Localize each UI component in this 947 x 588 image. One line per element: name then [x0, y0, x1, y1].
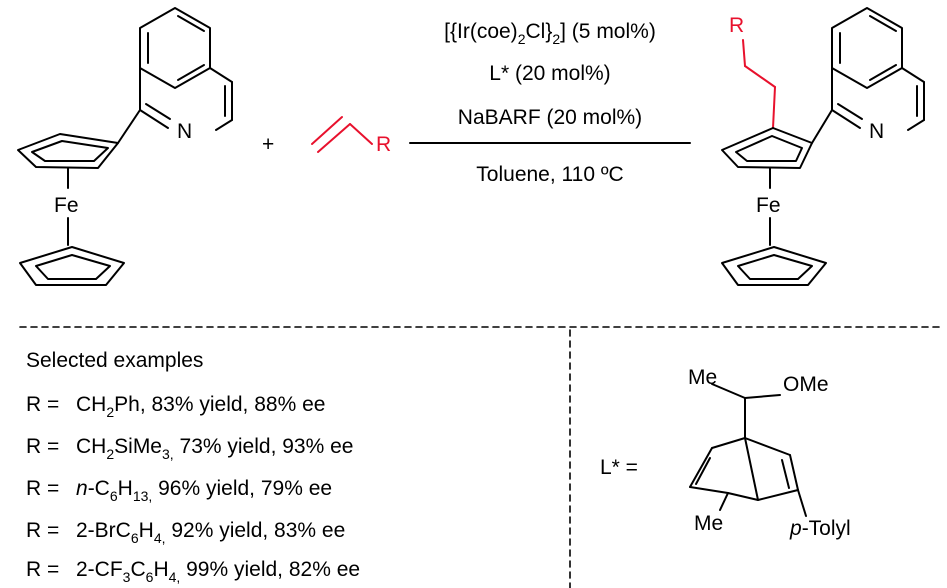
condition-ligand: L* (20 mol%) — [489, 62, 610, 85]
ligand-structure — [689, 383, 807, 517]
svg-text:2-BrC6H4, 92% yield, 83% ee: 2-BrC6H4, 92% yield, 83% ee — [76, 519, 345, 546]
reactant-cp-bottom — [19, 246, 125, 286]
ligand-methyl-top: Me — [688, 366, 717, 389]
product-cp-bottom — [721, 246, 827, 286]
product-iron: Fe — [756, 194, 781, 217]
reactant-isoquinoline — [139, 7, 233, 131]
svg-text:R =: R = — [26, 519, 59, 542]
reactant-nitrogen: N — [177, 120, 192, 143]
example-row: R = CH2Ph, 83% yield, 88% ee — [26, 393, 325, 420]
product-alkyl-chain — [742, 39, 776, 129]
svg-text:R =: R = — [26, 558, 59, 581]
svg-text:n-C6H13, 96% yield, 79% ee: n-C6H13, 96% yield, 79% ee — [76, 477, 332, 504]
reactant-iron: Fe — [54, 194, 79, 217]
example-row: R = 2-BrC6H4, 92% yield, 83% ee — [26, 519, 345, 546]
condition-solvent-temp: Toluene, 110 ºC — [476, 163, 623, 186]
ligand-methyl-bottom: Me — [694, 512, 723, 535]
reactant-cp-top — [17, 133, 119, 246]
product-r-group: R — [729, 14, 744, 37]
product-link-bond — [811, 109, 833, 144]
condition-additive: NaBARF (20 mol%) — [458, 106, 642, 129]
ligand-methoxy: OMe — [783, 373, 829, 396]
product-cp-top — [721, 127, 813, 246]
svg-text:R =: R = — [26, 435, 59, 458]
svg-text:R =: R = — [26, 477, 59, 500]
example-row: R = 2-CF3C6H4, 99% yield, 82% ee — [26, 558, 360, 585]
svg-text:2-CF3C6H4, 99% yield, 82% ee: 2-CF3C6H4, 99% yield, 82% ee — [76, 558, 360, 585]
svg-text:R =: R = — [26, 393, 59, 416]
product-nitrogen: N — [869, 120, 884, 143]
example-row: R = n-C6H13, 96% yield, 79% ee — [26, 477, 332, 504]
ligand-tolyl: p-Tolyl — [789, 517, 851, 540]
reagent-r-group: R — [376, 133, 391, 156]
reactant-link-bond — [117, 109, 141, 144]
plus-sign: + — [262, 133, 274, 156]
ligand-label: L* = — [600, 456, 638, 479]
alkene-reagent — [311, 116, 373, 153]
example-row: R = CH2SiMe3, 73% yield, 93% ee — [26, 435, 353, 462]
product-isoquinoline — [831, 7, 925, 131]
examples-heading: Selected examples — [26, 349, 203, 372]
condition-catalyst: [{Ir(coe)2Cl}2] (5 mol%) — [444, 20, 656, 47]
svg-text:CH2SiMe3, 73% yield, 93% ee: CH2SiMe3, 73% yield, 93% ee — [76, 435, 353, 462]
svg-text:CH2Ph, 83% yield, 88% ee: CH2Ph, 83% yield, 88% ee — [76, 393, 325, 420]
